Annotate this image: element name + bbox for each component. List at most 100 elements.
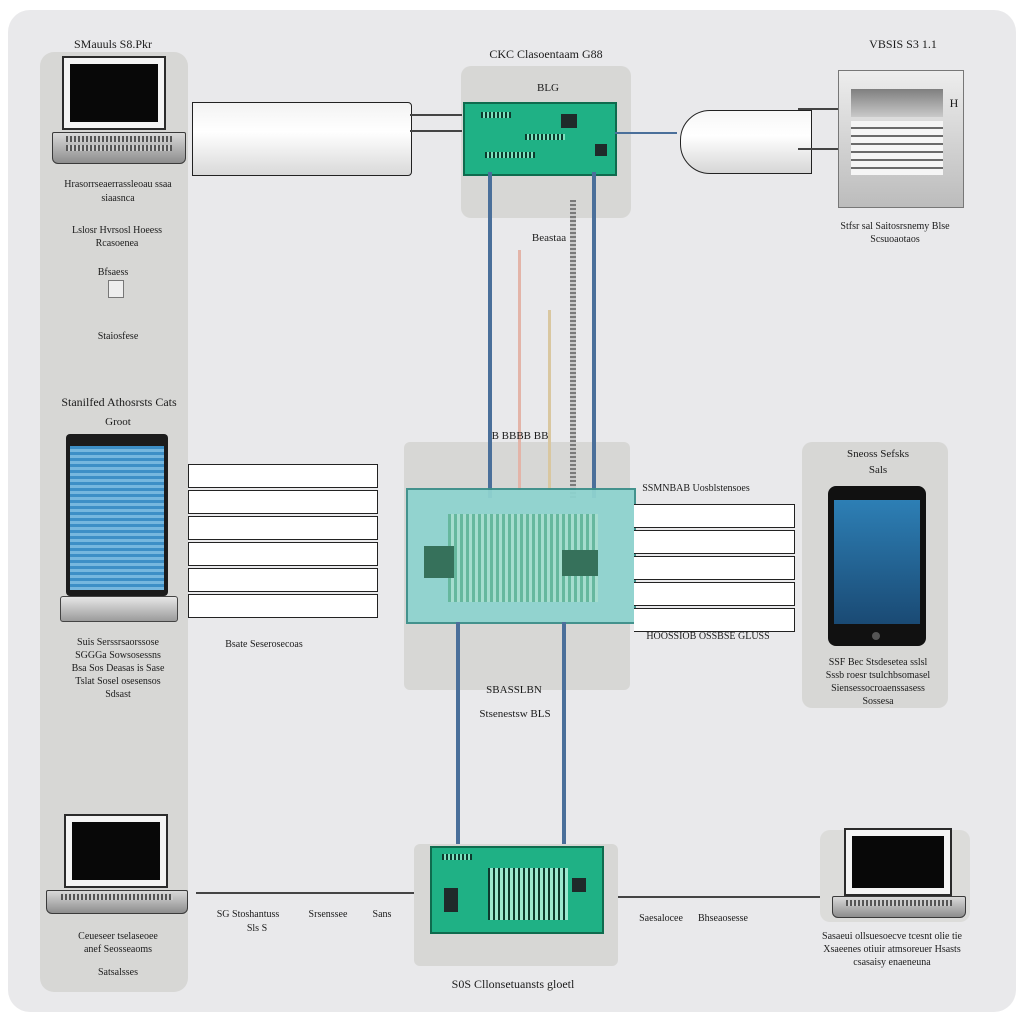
data-wire — [570, 200, 576, 498]
caption: anef Seosseaoms — [83, 944, 153, 955]
link-label: Srsenssee — [308, 909, 348, 920]
top-right-header: VBSIS S3 1.1 — [869, 37, 937, 51]
link-label: Sans — [372, 909, 392, 920]
hub-chip — [562, 550, 598, 576]
data-wire — [562, 622, 566, 844]
ribbon-cable-right-3 — [634, 556, 795, 580]
ribbon-cable-right-5 — [634, 608, 795, 632]
caption: Bsa Sos Deasas is Sase — [71, 663, 165, 674]
caption: Satsalsses — [98, 967, 138, 978]
ribbon-cable-left-3 — [188, 516, 378, 540]
caption: Bfsaess — [97, 267, 129, 278]
connector-line — [196, 892, 414, 894]
tablet-screen — [834, 500, 920, 624]
ribbon-cable-right-2 — [634, 530, 795, 554]
ribbon-cable-left-1 — [188, 464, 378, 488]
connector-line — [618, 896, 820, 898]
ribbon-cable-top-left — [192, 102, 412, 176]
pin-header — [442, 854, 472, 860]
top-left-header: SMauuls S8.Pkr — [73, 37, 153, 51]
hub-bottom-right-label: HOOSSIOB OSSBSE GLUSS — [646, 631, 770, 642]
caption: csasaisy enaeneuna — [853, 957, 931, 968]
ribbon-cable-left-6 — [188, 594, 378, 618]
caption: Siensessocroaenssasess — [831, 683, 925, 694]
diagram-canvas: SMauuls S8.Pkr CKC Clasoentaam G88 VBSIS… — [8, 10, 1016, 1012]
caption: Scsuoaotaos — [870, 234, 920, 245]
tablet-left — [66, 434, 168, 596]
chip — [444, 888, 458, 912]
caption: siaasnca — [101, 193, 135, 204]
hub-chip — [424, 546, 454, 578]
ribbon-cable-left-4 — [188, 542, 378, 566]
left-section-title: Stanilfed Athosrsts Cats — [61, 395, 177, 409]
hub-bottom-label: SBASSLBN — [486, 684, 542, 696]
caption: Suis Serssrsaorssose — [77, 637, 159, 648]
connector-line — [410, 114, 462, 116]
ribbon-cable-left-2 — [188, 490, 378, 514]
connector-line — [798, 148, 840, 150]
data-wire — [592, 172, 596, 498]
caption: Xsaeenes otiuir atmsoreuer Hsasts — [823, 944, 961, 955]
laptop-keyboard — [46, 890, 188, 914]
pin-header — [525, 134, 565, 140]
small-device-icon — [108, 280, 124, 298]
data-wire — [488, 172, 492, 498]
chip — [595, 144, 607, 156]
link-label: Sls S — [246, 923, 268, 934]
caption: Sasaeui ollsuesoecve tcesnt olie tie — [822, 931, 962, 942]
hub-bottom-label: Stsenestsw BLS — [479, 708, 551, 720]
laptop-keyboard — [52, 132, 186, 164]
caption: Sdsast — [105, 689, 131, 700]
caption: Sssb roesr tsulchbsomasel — [825, 670, 931, 681]
hub-right-label: SSMNBAB Uosblstensoes — [642, 483, 750, 494]
server-rack: H — [838, 70, 964, 208]
link-label: SG Stoshantuss — [216, 909, 280, 920]
caption: Hrasorrseaerrassleoau ssaa — [64, 179, 172, 190]
mid-cable-label: Bsate Seserosecoas — [225, 639, 303, 650]
ribbon-cable-top-right — [680, 110, 812, 174]
caption: Stfsr sal Saitosrsnemy Blse — [840, 221, 950, 232]
caption: Lslosr Hvrsosl Hoeess — [72, 225, 162, 236]
circuit-board-bottom — [430, 846, 604, 934]
circuit-board-top — [463, 102, 617, 176]
caption: Rcasoenea — [95, 238, 139, 249]
laptop-bottom-left — [46, 814, 196, 922]
right-section-title: Sneoss Sefsks — [846, 448, 910, 460]
connector-line — [615, 132, 677, 134]
central-hub-board — [406, 488, 636, 624]
tablet-screen — [70, 446, 164, 590]
laptop-keyboard — [832, 896, 966, 918]
hub-top-label: B BBBB BB — [491, 430, 549, 442]
left-section-sub: Groot — [105, 416, 131, 428]
server-label: H — [949, 96, 959, 110]
caption: Tslat Sosel osesensos — [75, 676, 161, 687]
link-label: Bhseaosesse — [698, 913, 748, 924]
bottom-center-label: S0S Cllonsetuansts gloetl — [451, 977, 575, 991]
pin-header — [485, 152, 535, 158]
ribbon-cable-left-5 — [188, 568, 378, 592]
connector-line — [410, 130, 462, 132]
caption: SGGGa Sowsosessns — [75, 650, 161, 661]
laptop-screen — [62, 56, 166, 130]
cable-label: Beastaa — [531, 232, 567, 244]
server-unit — [851, 89, 943, 117]
laptop-bottom-right — [828, 828, 968, 920]
connector-line — [798, 108, 840, 110]
pin-header — [488, 868, 568, 920]
ribbon-cable-right-4 — [634, 582, 795, 606]
right-section-sub: Sals — [868, 464, 888, 476]
laptop-top-left — [52, 56, 188, 170]
data-wire — [518, 250, 521, 490]
tablet-home-button — [872, 632, 880, 640]
laptop-screen — [844, 828, 952, 896]
data-wire — [456, 622, 460, 844]
caption: Ceueseer tselaseoee — [78, 931, 158, 942]
chip — [572, 878, 586, 892]
pin-header — [481, 112, 511, 118]
server-unit — [851, 121, 943, 175]
board-top-label: BLG — [537, 82, 559, 94]
laptop-screen — [64, 814, 168, 888]
tablet-right — [828, 486, 926, 646]
caption: SSF Bec Stsdesetea sslsl — [828, 657, 928, 668]
top-center-header: CKC Clasoentaam G88 — [489, 47, 603, 61]
